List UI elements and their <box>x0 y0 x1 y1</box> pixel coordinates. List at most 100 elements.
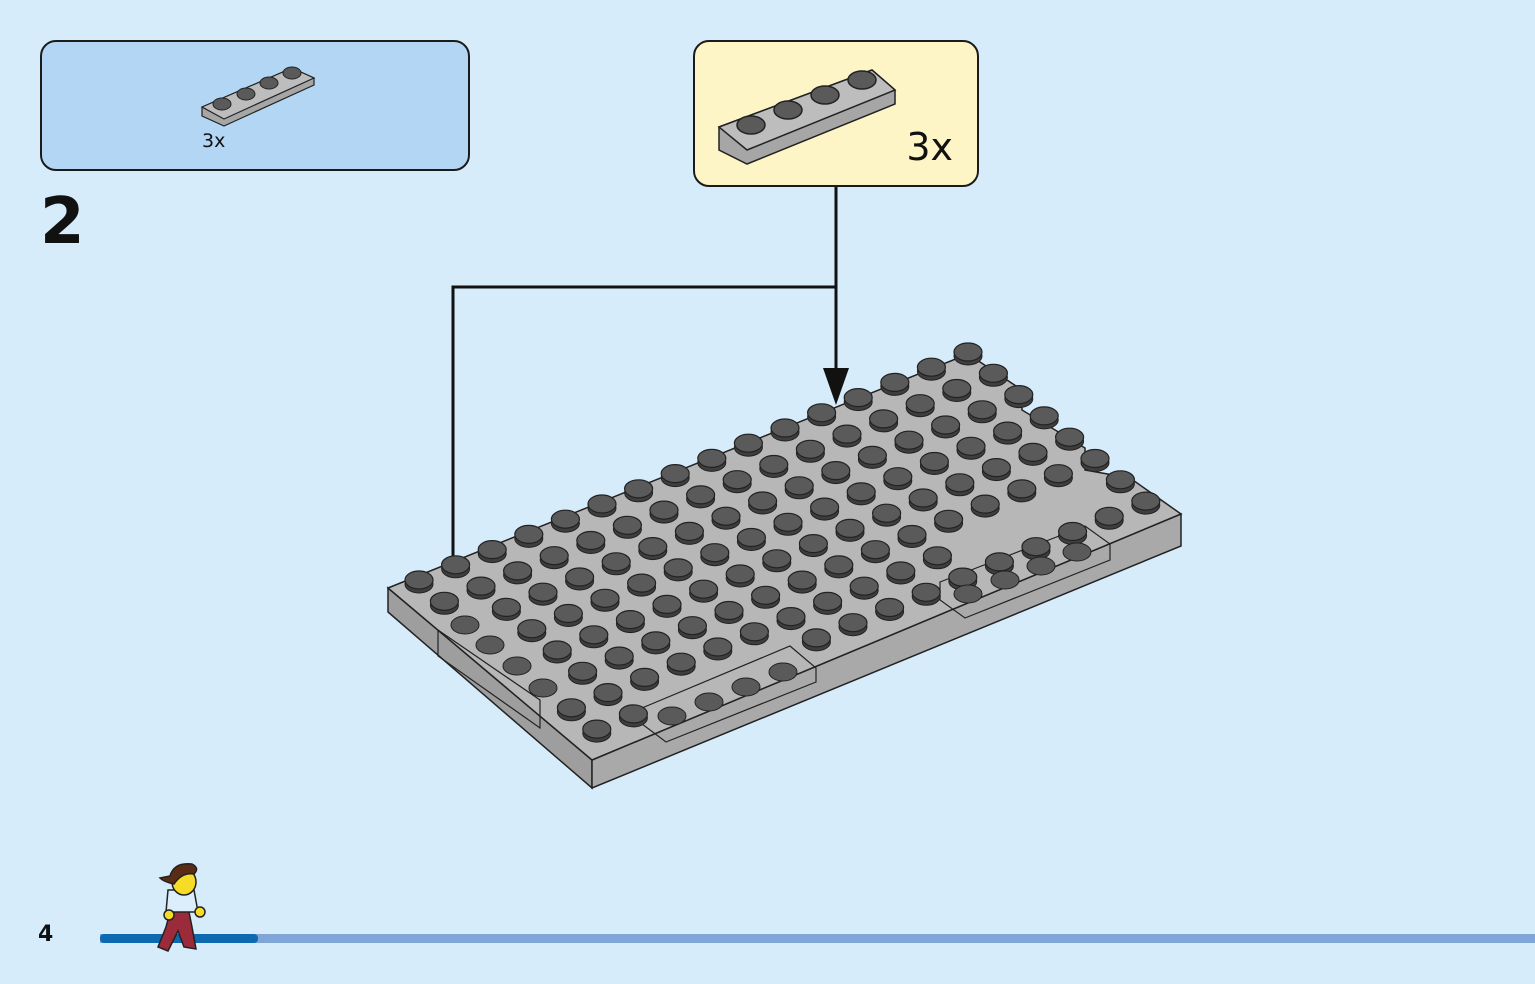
stud <box>638 536 668 557</box>
stud <box>652 594 682 615</box>
stud <box>660 464 690 484</box>
stud <box>404 570 434 590</box>
stud <box>1004 385 1034 405</box>
stud-recessed <box>990 570 1020 590</box>
stud <box>956 436 986 456</box>
stud <box>626 573 657 593</box>
stud <box>857 445 888 465</box>
stud <box>933 509 964 529</box>
stud-recessed <box>731 677 761 697</box>
plate-1x4-callout-icon <box>717 69 897 165</box>
stud <box>871 503 902 523</box>
stud <box>1080 448 1110 469</box>
stud <box>784 476 814 496</box>
stud <box>795 439 826 459</box>
stud <box>736 527 767 548</box>
callout-box: 3x <box>693 40 979 187</box>
stud <box>593 682 623 703</box>
stud <box>612 515 643 535</box>
stud <box>528 582 558 602</box>
stud <box>429 591 459 611</box>
stud <box>641 631 671 651</box>
stud <box>776 606 806 627</box>
stud <box>970 494 1000 514</box>
stud-recessed <box>528 678 558 698</box>
stud <box>992 421 1023 441</box>
stud <box>911 582 941 602</box>
stud <box>615 609 646 630</box>
stud <box>685 485 716 505</box>
stud <box>1094 506 1124 526</box>
stud <box>1043 464 1074 484</box>
callout-count-label: 3x <box>906 125 953 169</box>
stud <box>846 482 876 502</box>
stud <box>722 470 752 490</box>
stud <box>539 546 569 566</box>
stud <box>502 561 533 581</box>
stud <box>666 652 696 672</box>
stud <box>582 719 612 739</box>
stud <box>700 543 730 563</box>
stud-recessed <box>502 656 532 676</box>
stud <box>514 524 544 545</box>
parts-count-label: 3x <box>202 130 226 152</box>
stud <box>725 564 755 584</box>
stud <box>542 640 572 660</box>
stud <box>821 461 851 481</box>
stud <box>688 579 719 599</box>
stud <box>812 591 843 612</box>
stud <box>604 646 634 666</box>
progress-fill <box>100 934 258 943</box>
stud <box>601 552 631 572</box>
stud <box>1018 442 1048 462</box>
stud <box>824 555 854 575</box>
stud-recessed <box>475 635 505 655</box>
stud <box>677 616 708 636</box>
stud-grid <box>404 342 1161 743</box>
stud <box>1057 521 1088 542</box>
stud-recessed <box>694 692 724 712</box>
stud <box>849 576 879 596</box>
stud <box>930 415 961 435</box>
stud <box>576 530 606 551</box>
stud <box>942 378 972 399</box>
stud <box>587 494 617 514</box>
stud <box>697 448 727 468</box>
stud <box>550 509 581 529</box>
stud <box>711 506 741 526</box>
stud <box>556 698 587 718</box>
stud <box>564 567 595 587</box>
stud <box>838 613 868 633</box>
stud <box>806 403 837 423</box>
stud <box>832 424 862 444</box>
stud <box>894 430 924 450</box>
stud <box>922 546 953 566</box>
stud <box>477 539 507 560</box>
stud <box>629 667 660 688</box>
stud <box>835 518 865 539</box>
stud <box>441 555 471 575</box>
stud <box>801 628 832 648</box>
stud <box>967 400 997 420</box>
stud <box>897 524 927 545</box>
stud-recessed <box>768 662 798 682</box>
stud <box>674 521 705 542</box>
stud <box>567 661 598 681</box>
stud <box>553 603 584 624</box>
stud <box>809 497 840 517</box>
stud <box>880 372 910 392</box>
stud <box>886 561 916 581</box>
parts-list-box: 3x <box>40 40 470 171</box>
stud <box>579 625 609 645</box>
recessed-tile-left <box>437 628 541 730</box>
stud <box>703 637 733 657</box>
stud <box>466 576 496 596</box>
stud-recessed <box>657 706 687 726</box>
stud <box>883 467 913 487</box>
stud <box>945 473 975 493</box>
stud <box>1105 470 1136 490</box>
stud <box>1029 406 1059 426</box>
